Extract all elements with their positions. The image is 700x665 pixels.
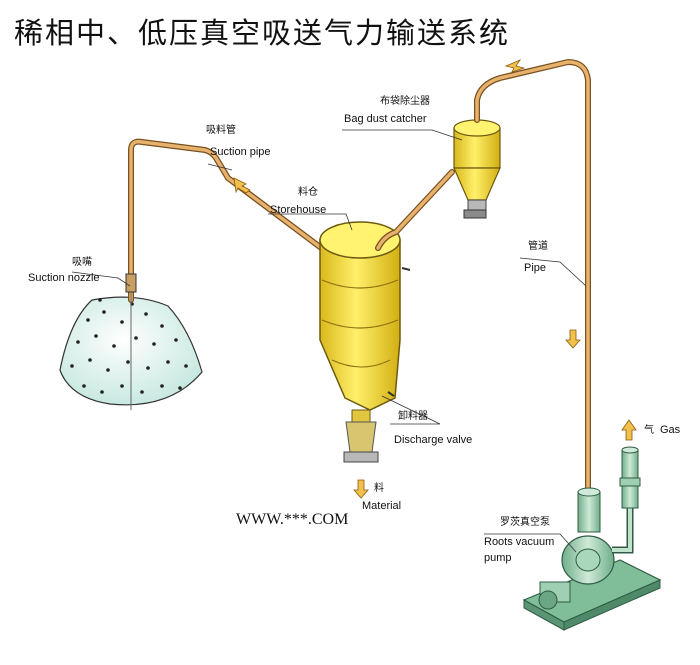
- down-arrow-icon: [565, 329, 581, 349]
- watermark-text: WWW.***.COM: [236, 511, 349, 528]
- bag-dust-catcher-label-zh: 布袋除尘器: [380, 96, 430, 107]
- storehouse-label-zh: 料仓: [298, 187, 318, 198]
- roots-pump-label-zh: 罗茨真空泵: [500, 517, 550, 528]
- discharge-valve-label-zh: 卸料器: [398, 411, 428, 422]
- gas-label-zh: 气: [644, 425, 654, 436]
- suction-nozzle-label-en: Suction nozzle: [28, 272, 100, 284]
- suction-pipe-label-zh: 吸料管: [206, 125, 236, 136]
- suction-nozzle-label-zh: 吸嘴: [72, 257, 92, 268]
- discharge-valve-label-en: Discharge valve: [394, 434, 473, 446]
- suction-pipe: [128, 138, 343, 303]
- diagram-title: 稀相中、低压真空吸送气力输送系统: [14, 16, 511, 50]
- pipe-label-en: Pipe: [524, 262, 547, 274]
- main-pipe: [474, 59, 591, 495]
- roots-vacuum-pump: [522, 446, 662, 631]
- material-label-en: Material: [362, 500, 402, 512]
- down-arrow-icon: [353, 479, 369, 499]
- up-arrow-icon: [621, 419, 637, 441]
- material-label-zh: 料: [374, 483, 384, 494]
- flow-arrow-icon: [504, 59, 526, 73]
- connecting-pipe: [375, 169, 455, 251]
- pipe-label-zh: 管道: [528, 241, 548, 252]
- storehouse-label-en: Storehouse: [270, 204, 327, 216]
- suction-pipe-label-en: Suction pipe: [210, 146, 271, 158]
- bag-dust-catcher: [453, 119, 501, 219]
- flow-arrow-icon: [233, 177, 251, 194]
- leader-lines: [71, 129, 587, 553]
- storehouse-tank: [319, 221, 411, 463]
- roots-pump-label-en-1: Roots vacuum: [484, 536, 555, 548]
- bag-dust-catcher-label-en: Bag dust catcher: [344, 113, 427, 125]
- roots-pump-label-en-2: pump: [484, 552, 512, 564]
- gas-label-en: Gas: [660, 424, 681, 436]
